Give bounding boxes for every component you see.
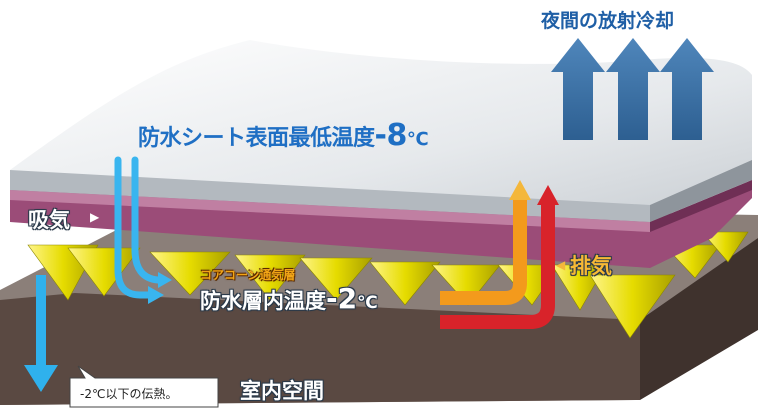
intake-label: 吸気 [28, 208, 70, 232]
inner-temp-prefix: 防水層内温度 [200, 289, 326, 313]
cold-air-arrowheads [148, 272, 172, 304]
sheet-surface-temp-label: 防水シート表面最低温度-8℃ [138, 118, 429, 153]
sheet-temp-prefix: 防水シート表面最低温度 [138, 126, 375, 151]
warm-air-arrowheads [509, 180, 559, 205]
cooling-up-arrows [551, 38, 714, 140]
core-layer-label: コアコーン通気層 [200, 268, 296, 282]
sheet-temp-unit: ℃ [406, 129, 429, 150]
inner-temp-value: -2 [326, 282, 358, 315]
cold-air-arrows [114, 156, 166, 299]
exhaust-label: 排気 [570, 254, 612, 278]
sheet-temp-value: -8 [374, 118, 408, 153]
inner-temp-label: 防水層内温度-2℃ [200, 282, 378, 315]
warm-air-arrows [440, 200, 555, 329]
heat-transfer-arrow [24, 275, 58, 392]
indoor-space-label: 室内空間 [240, 379, 324, 403]
heat-transfer-note: -2℃以下の伝熱。 [80, 387, 178, 401]
night-cooling-label: 夜間の放射冷却 [541, 10, 675, 32]
exhaust-arrow-icon: ◀ [556, 258, 566, 272]
purple-layer [10, 180, 752, 268]
callout-box [69, 365, 219, 408]
core-cones [27, 231, 749, 339]
inner-temp-unit: ℃ [357, 293, 378, 313]
intake-arrow-icon: ▶ [90, 210, 100, 224]
